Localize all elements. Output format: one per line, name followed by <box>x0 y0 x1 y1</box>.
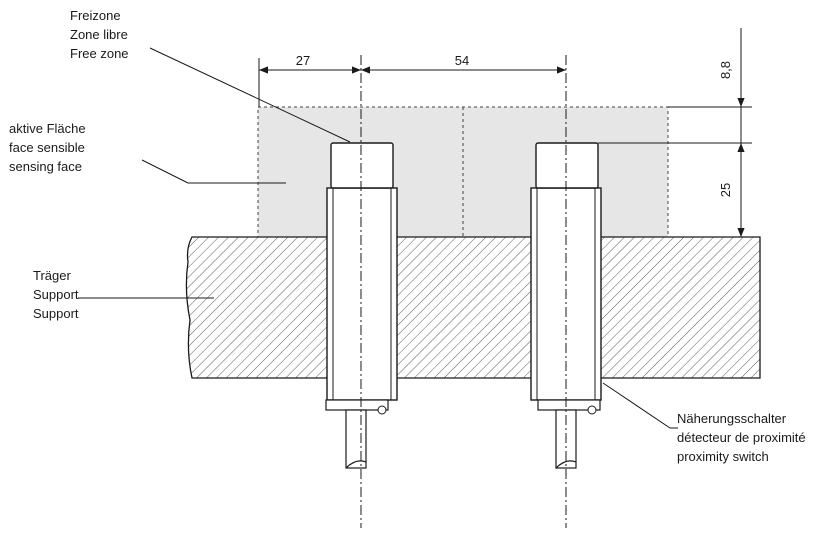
sensing-face-label: aktive Fläche face sensible sensing face <box>9 121 86 174</box>
dim-27: 27 <box>296 53 310 68</box>
free-zone-label: Freizone Zone libre Free zone <box>70 8 129 61</box>
leader-lines <box>78 47 678 429</box>
free-zone-label-en: Free zone <box>70 46 129 61</box>
support-label-fr: Support <box>33 287 79 302</box>
dim-25: 25 <box>718 183 733 197</box>
support-label: Träger Support Support <box>33 268 79 321</box>
free-zone-label-de: Freizone <box>70 8 121 23</box>
proximity-switch-label-fr: détecteur de proximité <box>677 430 806 445</box>
proximity-switch-label-en: proximity switch <box>677 449 769 464</box>
free-zone-area <box>257 106 669 238</box>
free-zone-label-fr: Zone libre <box>70 27 128 42</box>
support-label-de: Träger <box>33 268 71 283</box>
proximity-switch-left <box>325 142 398 469</box>
dimension-lines-vertical <box>598 28 752 238</box>
dim-8-8: 8,8 <box>718 61 733 79</box>
sensing-face-label-en: sensing face <box>9 159 82 174</box>
proximity-switch-label: Näherungsschalter détecteur de proximité… <box>677 411 806 464</box>
sensing-face-label-fr: face sensible <box>9 140 85 155</box>
support-plate <box>185 236 761 379</box>
dim-54: 54 <box>455 53 469 68</box>
sensing-face-label-de: aktive Fläche <box>9 121 86 136</box>
support-label-en: Support <box>33 306 79 321</box>
center-lines <box>360 55 567 528</box>
proximity-switch-label-de: Näherungsschalter <box>677 411 787 426</box>
